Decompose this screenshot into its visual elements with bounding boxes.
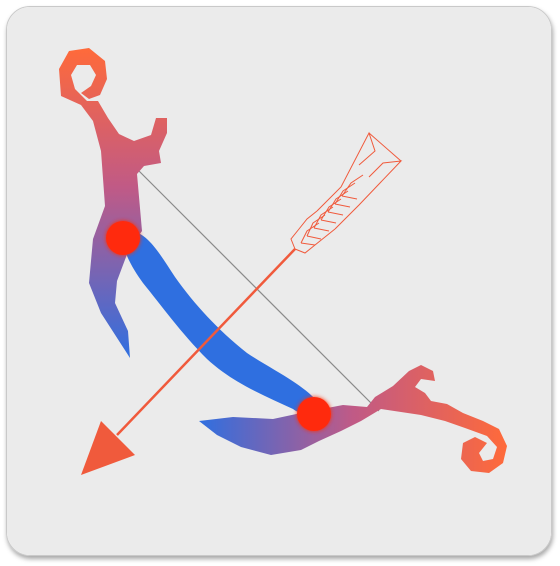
bow-and-arrow-icon: [7, 7, 551, 555]
bow-joint-dot-upper: [106, 221, 140, 255]
bow-upper-limb: [59, 48, 167, 358]
arrowhead: [81, 421, 135, 475]
arrow-shaft: [116, 248, 296, 436]
bow-and-arrow-app-icon[interactable]: [6, 6, 552, 556]
arrow-fletching: [290, 131, 403, 254]
bowstring: [130, 162, 380, 412]
bow-grip: [121, 231, 318, 415]
bow-joint-dot-lower: [297, 397, 331, 431]
bow-lower-limb: [199, 365, 507, 473]
